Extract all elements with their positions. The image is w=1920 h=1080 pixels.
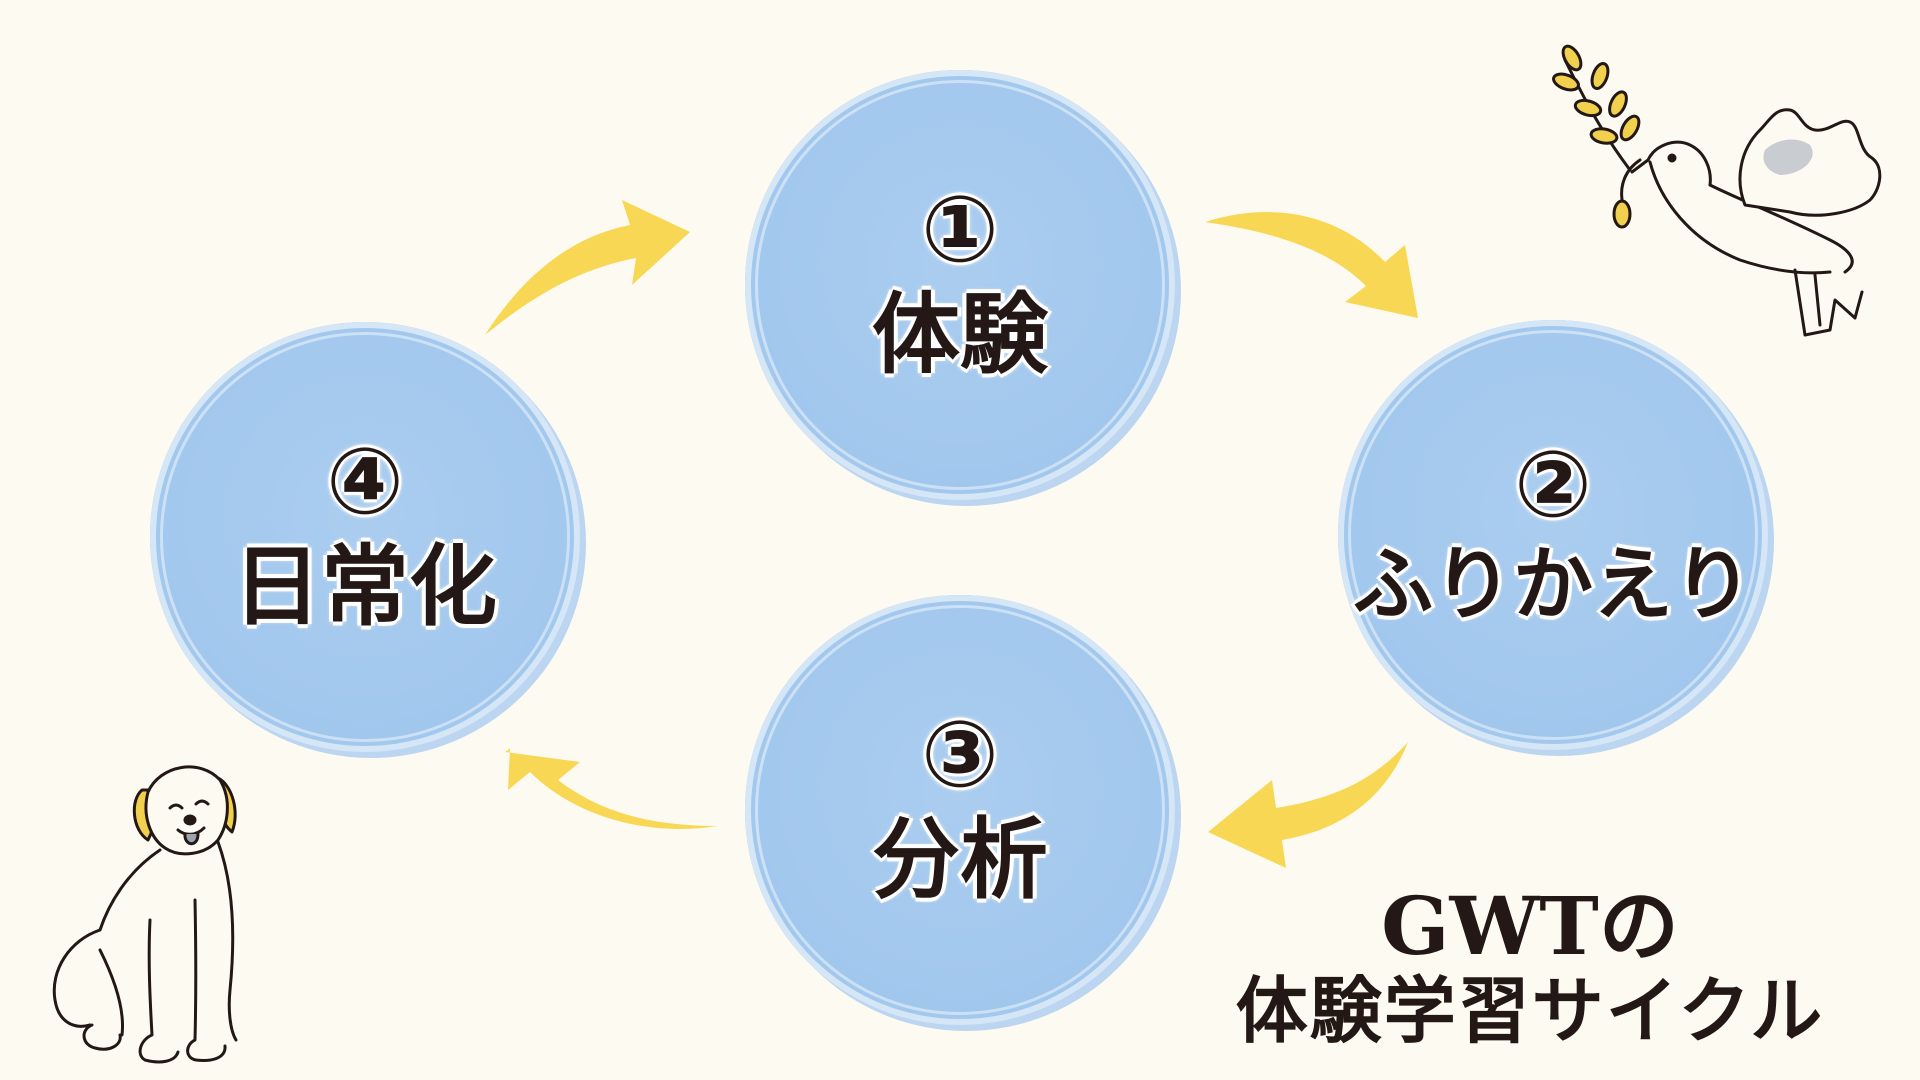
step-circle-4: ④ 日常化 [150,322,580,752]
step-number-4: ④ [326,428,404,536]
sitting-dog-icon [52,765,238,1064]
step-label-4: 日常化 [232,535,497,639]
arrow-3-to-4 [505,748,718,829]
title-line-2: 体験学習サイクル [1235,969,1825,1053]
step-circle-2: ② ふりかえり [1338,320,1768,750]
step-label-2: ふりかえり [1353,538,1753,631]
title-line-1: GWTの [1381,879,1679,973]
dove-with-olive-branch-icon [1552,44,1882,337]
diagram-title: GWTの 体験学習サイクル [1180,882,1880,1053]
arrow-2-to-3 [1208,742,1408,868]
step-number-1: ① [921,176,999,284]
step-circle-3: ③ 分析 [745,595,1175,1025]
step-label-3: 分析 [871,808,1048,912]
arrow-4-to-1 [485,200,690,335]
step-label-1: 体験 [871,283,1048,387]
step-number-2: ② [1514,431,1592,538]
step-number-3: ③ [921,701,999,809]
arrow-1-to-2 [1205,212,1418,318]
step-circle-1: ① 体験 [745,70,1175,500]
